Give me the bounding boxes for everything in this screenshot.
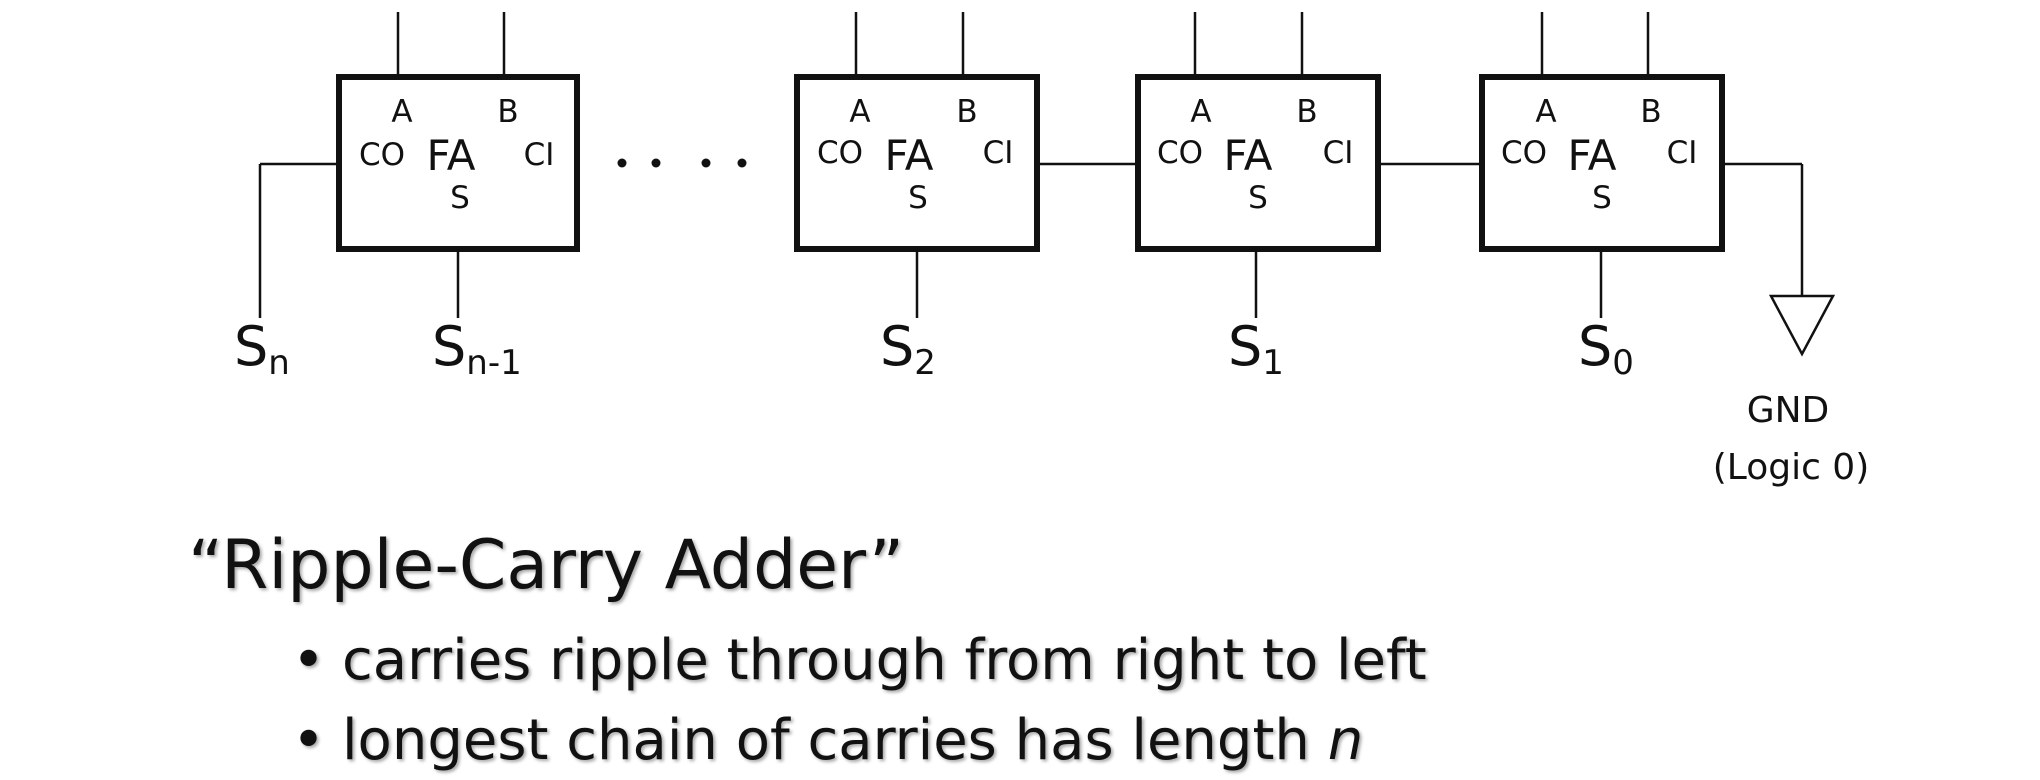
pin-b-label: B	[1640, 94, 1661, 130]
pin-co-label: CO	[817, 135, 863, 171]
full-adder-label: FA	[1223, 131, 1272, 180]
pin-s-label: S	[1248, 180, 1268, 216]
pin-b-label: B	[497, 94, 518, 130]
pin-b-label: B	[956, 94, 977, 130]
full-adder-2: A B CO FA CI S S2	[794, 12, 1040, 383]
pin-b-label: B	[1296, 94, 1317, 130]
pin-a-label: A	[1190, 94, 1211, 130]
pin-co-label: CO	[359, 137, 405, 173]
sum-output-label: S2	[880, 315, 936, 383]
pin-ci-label: CI	[524, 137, 555, 173]
pin-a-label: A	[849, 94, 870, 130]
full-adder-0: A B CO FA CI S S0	[1479, 12, 1725, 383]
pin-ci-label: CI	[1323, 135, 1354, 171]
full-adder-label: FA	[1567, 131, 1616, 180]
full-adder-1: A B CO FA CI S S1	[1135, 12, 1381, 383]
pin-s-label: S	[450, 180, 470, 216]
pin-co-label: CO	[1157, 135, 1203, 171]
ground-logic-label: (Logic 0)	[1713, 447, 1870, 488]
ellipsis	[617, 158, 747, 168]
full-adder-box	[794, 74, 1040, 252]
pin-a-label: A	[391, 94, 412, 130]
full-adder-n-1: A B CO FA CI S Sn-1	[336, 12, 580, 383]
pin-co-label: CO	[1501, 135, 1547, 171]
pin-ci-label: CI	[1667, 135, 1698, 171]
pin-s-label: S	[1592, 180, 1612, 216]
carry-out-label: Sn	[234, 315, 290, 383]
sum-output-label: S0	[1578, 315, 1634, 383]
full-adder-box	[336, 74, 580, 252]
ground-label: GND	[1747, 390, 1830, 431]
full-adder-box	[1135, 74, 1381, 252]
pin-s-label: S	[908, 180, 928, 216]
pin-ci-label: CI	[983, 135, 1014, 171]
sum-output-label: S1	[1228, 315, 1284, 383]
full-adder-label: FA	[884, 131, 933, 180]
ground-icon	[1768, 294, 1836, 357]
pin-a-label: A	[1535, 94, 1556, 130]
full-adder-box	[1479, 74, 1725, 252]
full-adder-label: FA	[426, 131, 475, 180]
sum-output-label: Sn-1	[432, 315, 522, 383]
